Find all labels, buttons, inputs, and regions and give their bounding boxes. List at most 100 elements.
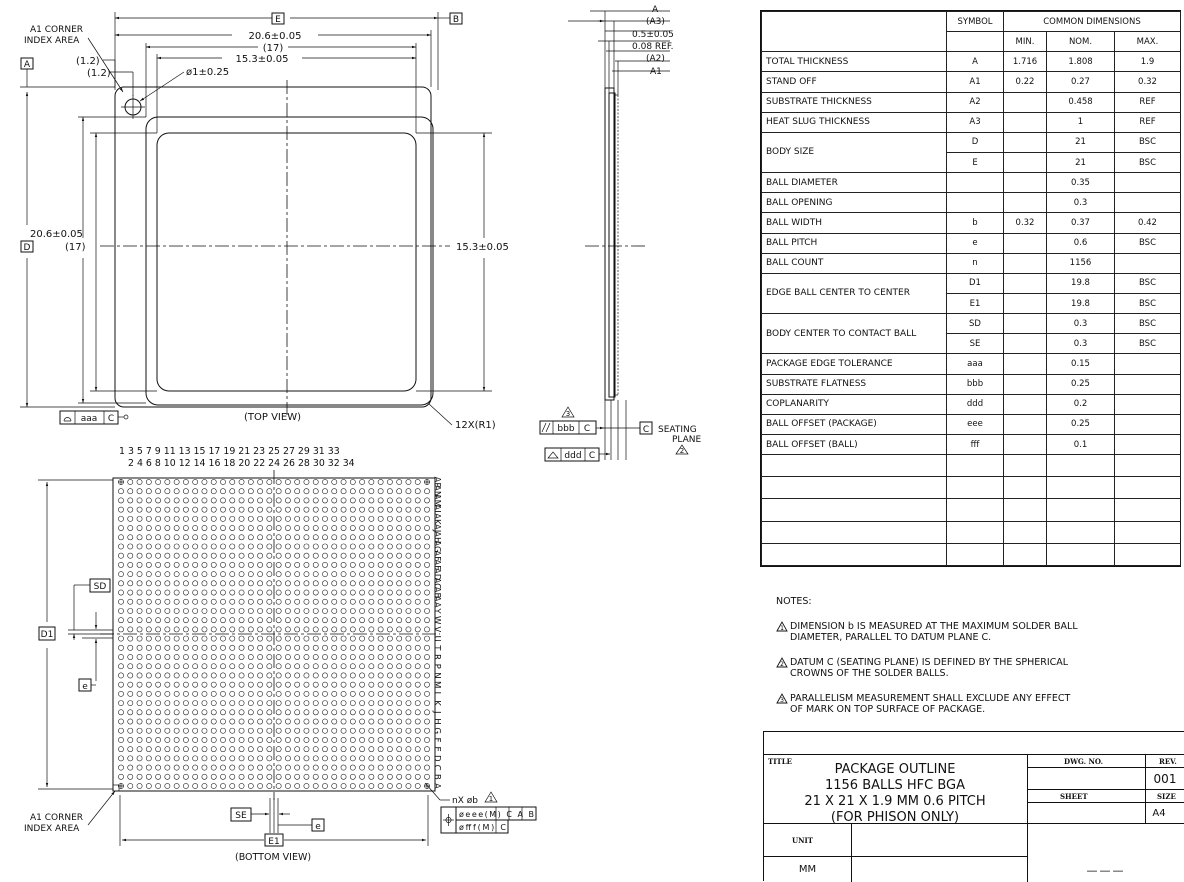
row-label: AJ bbox=[432, 524, 442, 532]
fcf-row2: øfff(M) C bbox=[459, 823, 506, 832]
row-min bbox=[1003, 131, 1047, 153]
sd-label: SD bbox=[94, 582, 107, 592]
bottom-a1-corner-line1: A1 CORNER bbox=[30, 813, 83, 823]
e1-label: E1 bbox=[268, 837, 279, 847]
row-label: BALL OPENING bbox=[761, 192, 947, 214]
row-symbol bbox=[946, 192, 1004, 214]
e-bottom-label: e bbox=[315, 822, 321, 832]
bottom-note-ref-1: 1 bbox=[489, 795, 493, 803]
row-min bbox=[1003, 313, 1047, 335]
row-label: AB bbox=[432, 587, 442, 599]
row-nom: 0.3 bbox=[1046, 313, 1115, 335]
position-tolerance-frame: øeee(M) C A B øfff(M) C bbox=[440, 806, 537, 834]
row-nom: 19.8 bbox=[1046, 292, 1115, 315]
row-label: M bbox=[432, 681, 442, 688]
datum-d-label: D bbox=[24, 243, 31, 253]
top-view-label: (TOP VIEW) bbox=[244, 412, 301, 423]
svg-text:3: 3 bbox=[780, 697, 784, 704]
note-text: DIMENSION b IS MEASURED AT THE MAXIMUM S… bbox=[790, 621, 1078, 643]
row-min bbox=[1003, 413, 1047, 435]
row-max bbox=[1113, 192, 1182, 214]
top-tolerance-frame: aaa C bbox=[59, 410, 129, 425]
header-common: COMMON DIMENSIONS bbox=[1002, 10, 1182, 33]
row-max bbox=[1113, 373, 1182, 395]
row-max bbox=[1113, 393, 1182, 415]
svg-text:1: 1 bbox=[780, 625, 784, 632]
heat-slug-inner bbox=[156, 132, 417, 392]
blank-row bbox=[761, 542, 1182, 567]
row-label: L bbox=[432, 691, 442, 696]
dim-height-ref: (17) bbox=[65, 242, 86, 253]
table-subheader-row: MIN. NOM. MAX. bbox=[762, 31, 1182, 53]
title-line2: 1156 BALLS HFC BGA bbox=[824, 778, 966, 793]
corner-radius: 12X(R1) bbox=[455, 420, 496, 431]
size-value: A4 bbox=[1152, 808, 1166, 819]
row-min bbox=[1003, 433, 1047, 456]
row-max: BSC bbox=[1113, 151, 1182, 174]
e-label: e bbox=[82, 682, 88, 692]
row-min bbox=[1003, 333, 1047, 355]
row-label: BODY SIZE bbox=[761, 131, 947, 174]
row-label: W bbox=[432, 616, 442, 625]
row-label: A bbox=[432, 783, 442, 789]
row-symbol: D1 bbox=[946, 272, 1004, 294]
coplanarity-frame: ddd C bbox=[544, 447, 610, 462]
title-block: TITLE PACKAGE OUTLINE 1156 BALLS HFC BGA… bbox=[763, 731, 1184, 882]
row-min bbox=[1003, 151, 1047, 174]
column-numbers-odd: 1 3 5 7 9 11 13 15 17 19 21 23 25 27 29 … bbox=[119, 446, 340, 457]
row-max bbox=[1113, 252, 1182, 274]
row-symbol: SD bbox=[946, 313, 1004, 335]
unit-label: UNIT bbox=[792, 836, 813, 845]
row-nom: 1156 bbox=[1046, 252, 1115, 274]
row-label: AP bbox=[432, 476, 442, 487]
row-label: G bbox=[432, 727, 442, 734]
ball-callout: nX øb bbox=[452, 796, 478, 806]
row-nom: 0.27 bbox=[1046, 71, 1115, 93]
row-label: N bbox=[432, 672, 442, 678]
bottom-value: ——— bbox=[1086, 864, 1126, 877]
table-header-row: SYMBOL COMMON DIMENSIONS bbox=[761, 10, 1182, 53]
row-max: BSC bbox=[1113, 313, 1182, 335]
parallelism-frame: bbb C bbox=[539, 420, 604, 435]
row-symbol: D bbox=[946, 131, 1004, 153]
row-nom: 21 bbox=[1046, 151, 1115, 174]
row-min bbox=[1003, 91, 1047, 113]
row-nom: 0.35 bbox=[1046, 172, 1115, 194]
se-label: SE bbox=[235, 811, 247, 821]
dim-slug-width: 15.3±0.05 bbox=[236, 54, 289, 65]
row-max bbox=[1113, 433, 1182, 456]
row-symbol: e bbox=[946, 232, 1004, 254]
row-label: AL bbox=[432, 504, 442, 515]
header-symbol: SYMBOL bbox=[946, 10, 1004, 33]
dim-slug-height: 15.3±0.05 bbox=[456, 242, 509, 253]
dim-width: 20.6±0.05 bbox=[249, 31, 302, 42]
blank-row bbox=[761, 498, 1182, 522]
datum-a-label: A bbox=[24, 60, 31, 70]
dwg-no-label: DWG. NO. bbox=[1064, 757, 1104, 766]
title-line3: 21 X 21 X 1.9 MM 0.6 PITCH bbox=[804, 794, 986, 809]
row-nom: 1 bbox=[1046, 111, 1115, 133]
dim-offset-outer: (1.2) bbox=[76, 56, 100, 67]
row-nom: 1.808 bbox=[1046, 51, 1115, 73]
row-symbol: n bbox=[946, 252, 1004, 274]
row-symbol: ddd bbox=[946, 393, 1004, 415]
row-nom: 21 bbox=[1046, 131, 1115, 153]
side-datum-c: C bbox=[643, 425, 649, 435]
svg-text:C: C bbox=[584, 424, 590, 434]
header-max: MAX. bbox=[1113, 31, 1182, 53]
row-label: STAND OFF bbox=[761, 71, 947, 93]
row-symbol: E bbox=[946, 151, 1004, 174]
seating-plane-line1: SEATING bbox=[658, 425, 697, 435]
row-label: AF bbox=[432, 550, 442, 561]
row-symbol: A1 bbox=[946, 71, 1004, 93]
row-min: 0.32 bbox=[1003, 212, 1047, 234]
row-label: J bbox=[432, 710, 442, 714]
